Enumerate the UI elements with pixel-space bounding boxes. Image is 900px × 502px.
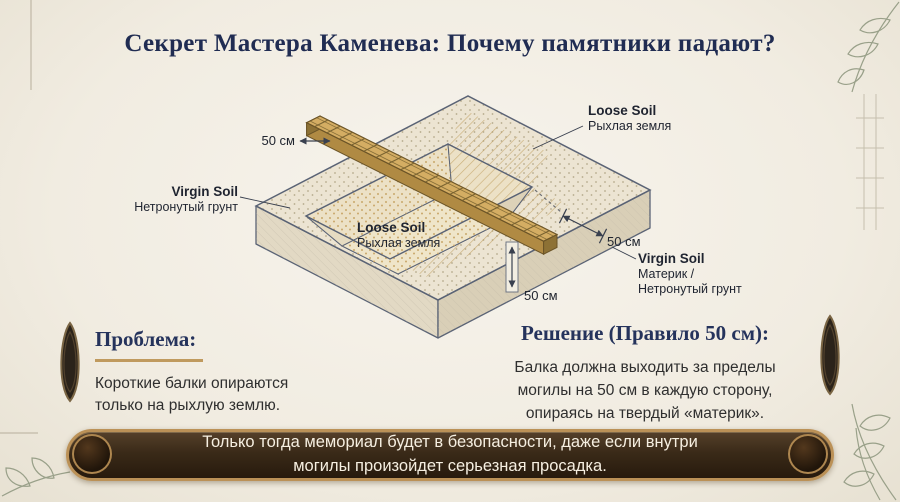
label-virgin-soil-left-ru: Нетронутый грунт (134, 200, 238, 215)
conclusion-banner: Только тогда мемориал будет в безопаснос… (66, 429, 834, 481)
label-virgin-soil-right-ru1: Материк / (638, 267, 695, 282)
ground-top-outline (254, 95, 652, 301)
banner-end-cap-left (72, 434, 112, 474)
label-loose-soil-top-en: Loose Soil (588, 103, 657, 118)
problem-heading: Проблема: (95, 327, 197, 351)
corner-frame-lines (0, 0, 884, 434)
leaf-decoration-bottom-left (1, 457, 71, 497)
label-virgin-soil-right-ru2: Нетронутый грунт (638, 282, 742, 297)
banner-end-cap-right (788, 434, 828, 474)
problem-heading-underline (95, 359, 203, 362)
banner-text: Только тогда мемориал будет в безопаснос… (202, 433, 698, 475)
solution-body: Балка должна выходить за пределы могилы … (514, 359, 776, 422)
label-loose-soil-top-ru: Рыхлая земля (588, 119, 672, 134)
dimension-label-right: 50 см (607, 234, 641, 249)
label-loose-soil-pit: Loose Soil Рыхлая земля (357, 220, 440, 251)
label-loose-soil-pit-ru: Рыхлая земля (357, 236, 441, 251)
dimension-label-top: 50 см (261, 133, 295, 148)
dimension-arrow-right (534, 189, 608, 244)
dimension-label-bottom: 50 см (524, 288, 558, 303)
label-leader-lines (239, 125, 637, 260)
label-loose-soil-pit-en: Loose Soil (357, 220, 426, 235)
problem-section: Проблема: Короткие балки опираются тольк… (95, 327, 375, 418)
bronze-ornament-right (820, 314, 840, 396)
solution-heading: Решение (Правило 50 см): (520, 321, 770, 345)
label-virgin-soil-right-en: Virgin Soil (638, 251, 705, 266)
label-virgin-soil-left-en: Virgin Soil (171, 184, 238, 199)
label-virgin-soil-right: Virgin Soil Материк / Нетронутый грунт (638, 251, 742, 297)
bronze-ornament-left (60, 321, 80, 403)
leaf-decoration-bottom-right (843, 403, 897, 501)
measuring-post (505, 241, 519, 293)
label-virgin-soil-left: Virgin Soil Нетронутый грунт (118, 184, 238, 215)
support-beam (305, 115, 559, 256)
leaf-decoration-top-right (837, 1, 900, 93)
solution-section: Решение (Правило 50 см): Балка должна вы… (478, 321, 812, 426)
label-loose-soil-top: Loose Soil Рыхлая земля (588, 103, 671, 134)
page-title: Секрет Мастера Каменева: Почему памятник… (124, 30, 776, 57)
problem-body: Короткие балки опираются только на рыхлу… (95, 374, 289, 415)
